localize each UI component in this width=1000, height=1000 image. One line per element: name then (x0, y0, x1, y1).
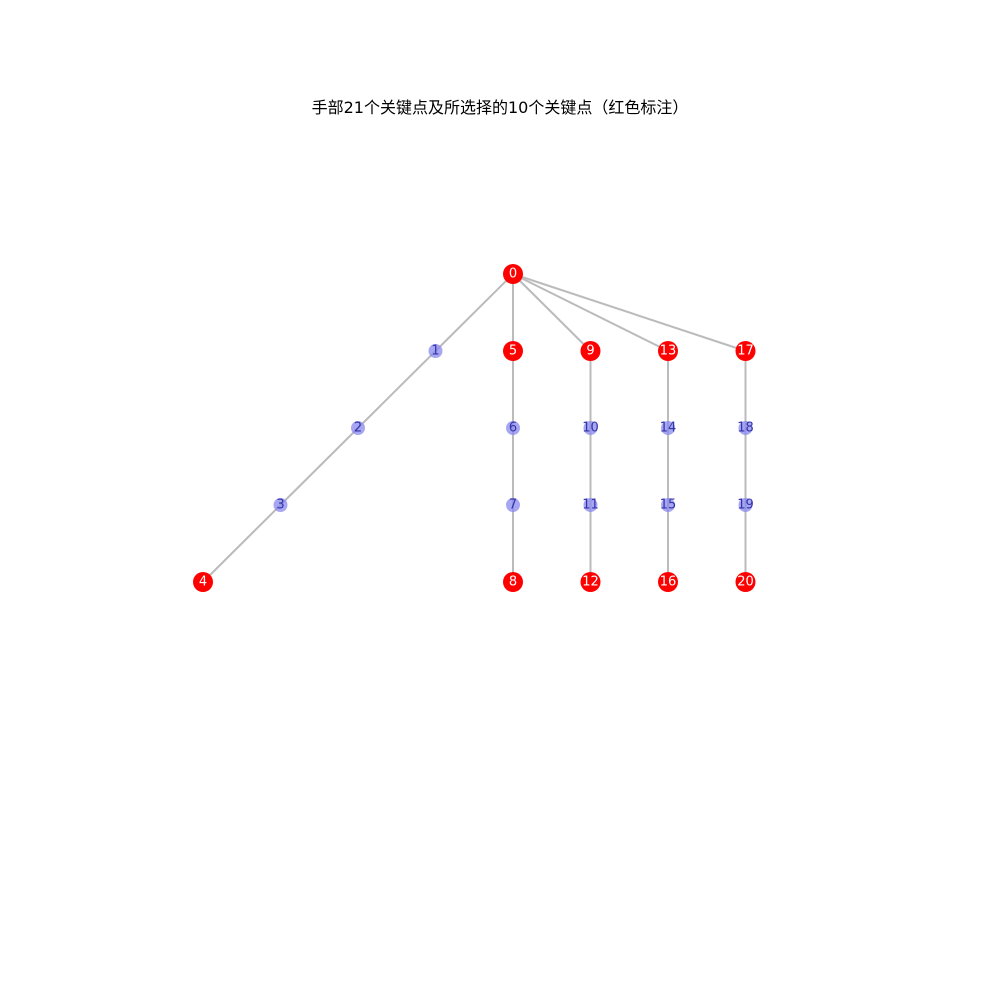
keypoint-node-19: 19 (737, 498, 754, 513)
keypoint-label-10: 10 (582, 421, 599, 436)
keypoint-node-10: 10 (582, 421, 599, 436)
keypoint-label-20: 20 (737, 575, 754, 590)
keypoint-label-9: 9 (586, 344, 594, 359)
keypoint-label-18: 18 (737, 421, 754, 436)
edge-layer (202, 273, 747, 583)
selected-keypoint-marker (503, 572, 523, 592)
keypoint-label-12: 12 (582, 575, 599, 590)
keypoint-node-16: 16 (658, 572, 678, 592)
keypoint-node-7: 7 (506, 498, 520, 513)
unselected-keypoint-marker (506, 498, 520, 512)
keypoint-label-5: 5 (509, 344, 517, 359)
keypoint-label-1: 1 (431, 344, 439, 359)
keypoint-label-17: 17 (737, 344, 754, 359)
keypoint-node-2: 2 (351, 421, 365, 436)
unselected-keypoint-marker (583, 498, 598, 512)
selected-keypoint-marker (503, 264, 523, 284)
unselected-keypoint-marker (661, 498, 675, 512)
edge-0-9 (512, 273, 592, 352)
edge-3-4 (202, 504, 282, 583)
keypoint-node-14: 14 (660, 421, 677, 436)
selected-keypoint-marker (658, 341, 678, 361)
keypoint-node-1: 1 (428, 344, 443, 359)
selected-keypoint-marker (735, 572, 756, 592)
selected-keypoint-marker (580, 572, 601, 592)
keypoint-label-11: 11 (582, 498, 599, 513)
keypoint-label-14: 14 (660, 421, 677, 436)
keypoint-label-3: 3 (276, 498, 284, 513)
keypoint-node-20: 20 (735, 572, 756, 592)
keypoint-node-8: 8 (503, 572, 523, 592)
edge-0-17 (512, 273, 746, 352)
edge-0-13 (512, 273, 669, 352)
unselected-keypoint-marker (428, 344, 443, 358)
selected-keypoint-marker (658, 572, 678, 592)
keypoint-label-6: 6 (509, 421, 517, 436)
keypoint-node-13: 13 (658, 341, 678, 361)
unselected-keypoint-marker (273, 498, 288, 512)
keypoint-label-8: 8 (509, 575, 517, 590)
keypoint-node-17: 17 (735, 341, 756, 361)
unselected-keypoint-marker (351, 421, 365, 435)
keypoint-node-5: 5 (503, 341, 523, 361)
unselected-keypoint-marker (506, 421, 520, 435)
keypoint-node-11: 11 (582, 498, 599, 513)
keypoint-node-9: 9 (580, 341, 601, 361)
unselected-keypoint-marker (738, 421, 753, 435)
selected-keypoint-marker (580, 341, 601, 361)
unselected-keypoint-marker (583, 421, 598, 435)
keypoint-node-18: 18 (737, 421, 754, 436)
selected-keypoint-marker (503, 341, 523, 361)
keypoint-label-19: 19 (737, 498, 754, 513)
keypoint-node-15: 15 (660, 498, 677, 513)
unselected-keypoint-marker (661, 421, 675, 435)
edge-2-3 (279, 427, 359, 506)
keypoint-node-4: 4 (193, 572, 213, 592)
keypoint-label-2: 2 (354, 421, 362, 436)
diagram-title: 手部21个关键点及所选择的10个关键点（红色标注） (311, 98, 689, 117)
keypoint-label-16: 16 (660, 575, 677, 590)
keypoint-label-4: 4 (199, 575, 207, 590)
selected-keypoint-marker (735, 341, 756, 361)
edge-0-1 (434, 273, 514, 352)
keypoint-node-3: 3 (273, 498, 288, 513)
keypoint-label-0: 0 (509, 267, 517, 282)
unselected-keypoint-marker (738, 498, 753, 512)
keypoint-node-12: 12 (580, 572, 601, 592)
keypoint-node-0: 0 (503, 264, 523, 284)
keypoint-label-7: 7 (509, 498, 517, 513)
selected-keypoint-marker (193, 572, 213, 592)
edge-1-2 (357, 350, 437, 429)
keypoint-node-6: 6 (506, 421, 520, 436)
keypoint-label-13: 13 (660, 344, 677, 359)
keypoint-label-15: 15 (660, 498, 677, 513)
